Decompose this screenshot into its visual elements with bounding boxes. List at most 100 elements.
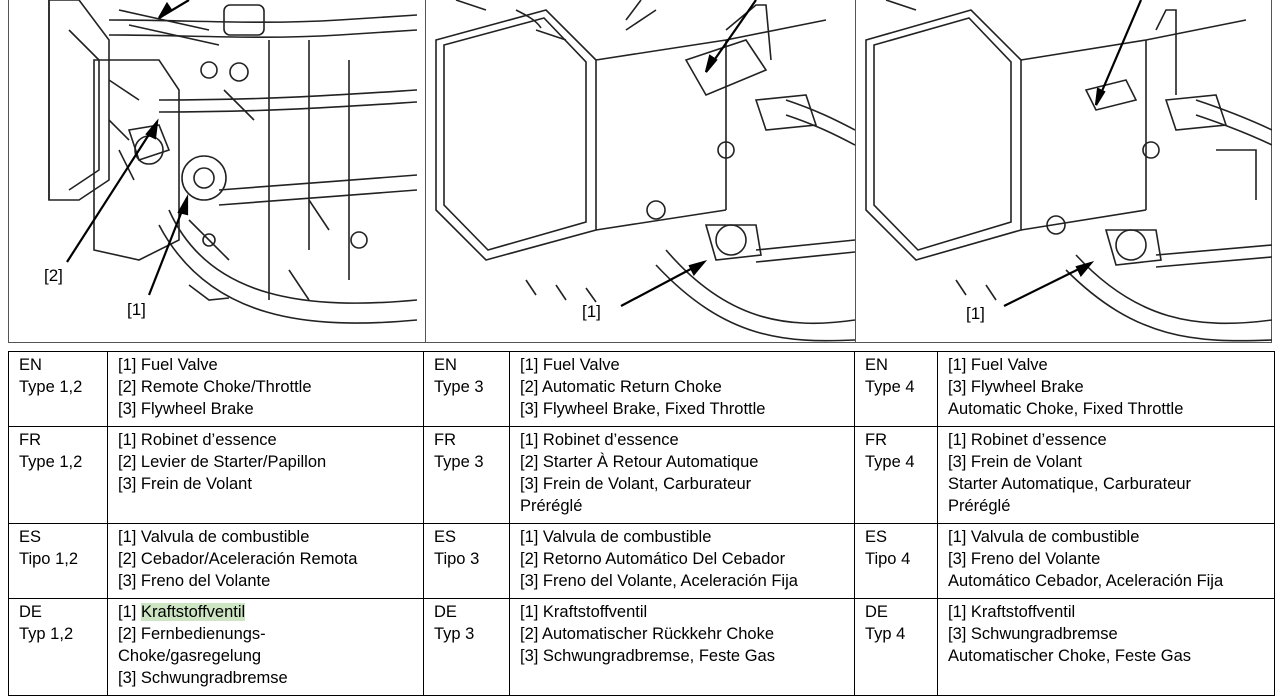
engine-drawing-type-3 (435, 0, 855, 342)
part-label: [1] Fuel Valve (118, 356, 218, 374)
part-label: [3] Flywheel Brake (118, 400, 254, 418)
part-label: [1] Valvula de combustible (520, 528, 712, 546)
part-label: Automatischer Choke, Feste Gas (948, 647, 1192, 665)
language-code: DE (19, 603, 42, 621)
part-label: [3] Freno del Volante (948, 550, 1101, 568)
panel-divider (855, 0, 856, 343)
language-type-cell: EN Type 4 (854, 351, 938, 427)
part-label: [1] Kraftstoffventil (948, 603, 1076, 621)
engine-type: Type 4 (865, 453, 915, 471)
part-label: Préréglé (520, 497, 583, 515)
language-code: DE (434, 603, 457, 621)
selected-text-highlight[interactable]: Kraftstoffventil (140, 603, 246, 621)
part-label: [3] Frein de Volant (118, 475, 252, 493)
language-code: ES (434, 528, 457, 546)
part-label: [3] Freno del Volante (118, 572, 271, 590)
language-type-cell: DE Typ 1,2 (8, 598, 108, 696)
parts-list-cell: [1] Kraftstoffventil [3] Schwungradbremse… (937, 598, 1275, 696)
part-label: [3] Schwungradbremse (948, 625, 1118, 643)
parts-list-cell: [1] Robinet d’essence [2] Starter À Retou… (509, 426, 855, 524)
language-code: FR (19, 431, 41, 449)
parts-list-cell: [1] Kraftstoffventil [2] Fernbedienungs- C… (107, 598, 424, 696)
engine-type: Type 3 (434, 453, 484, 471)
engine-type: Typ 4 (865, 625, 906, 643)
callout-1-type-4: [1] (966, 304, 985, 323)
language-code: FR (434, 431, 456, 449)
engine-drawing-type-4 (865, 0, 1272, 342)
part-label: [1] Fuel Valve (520, 356, 620, 374)
part-label: [3] Frein de Volant, Carburateur (520, 475, 752, 493)
engine-type: Tipo 4 (865, 550, 911, 568)
parts-list-cell: [1] Valvula de combustible [2] Retorno Au… (509, 523, 855, 599)
part-label: [2] Levier de Starter/Papillon (118, 453, 327, 471)
callout-2-type-1-2: [2] (44, 266, 63, 285)
panel-divider (425, 0, 426, 343)
part-label: [2] Retorno Automático Del Cebador (520, 550, 786, 568)
language-code: ES (19, 528, 42, 546)
parts-list-cell: [1] Valvula de combustible [2] Cebador/Ac… (107, 523, 424, 599)
language-type-cell: ES Tipo 4 (854, 523, 938, 599)
part-label: Préréglé (948, 497, 1011, 515)
part-label: [2] Cebador/Aceleración Remota (118, 550, 358, 568)
table-row: EN Type 1,2 [1] Fuel Valve [2] Remote Choke… (8, 351, 1275, 427)
part-label: [1] Kraftstoffventil (118, 603, 246, 621)
part-label: [3] Freno del Volante, Aceleración Fija (520, 572, 798, 590)
engine-drawing-type-1-2 (48, 0, 417, 324)
part-label: [2] Remote Choke/Throttle (118, 378, 312, 396)
part-label: [1] Fuel Valve (948, 356, 1048, 374)
part-label: [1] Valvula de combustible (948, 528, 1140, 546)
figure-type-4: [1] (856, 0, 1272, 343)
part-label: Automatic Choke, Fixed Throttle (948, 400, 1184, 418)
engine-type: Type 4 (865, 378, 915, 396)
part-label: [1] Robinet d’essence (520, 431, 679, 449)
part-label: [2] Starter À Retour Automatique (520, 453, 759, 471)
parts-list-cell: [1] Robinet d’essence[3] Frein de Volant… (937, 426, 1275, 524)
language-type-cell: DE Typ 3 (423, 598, 510, 696)
parts-legend-table: EN Type 1,2 [1] Fuel Valve [2] Remote Choke… (8, 351, 1275, 696)
language-type-cell: FR Type 3 (423, 426, 510, 524)
table-row: FR Type 1,2 [1] Robinet d’essence [2] Levie… (8, 426, 1275, 524)
callout-1-type-3: [1] (582, 302, 601, 321)
part-label: [3] Frein de Volant (948, 453, 1082, 471)
language-code: DE (865, 603, 888, 621)
part-label: [1] Robinet d’essence (118, 431, 277, 449)
parts-list-cell: [1] Robinet d’essence [2] Levier de Start… (107, 426, 424, 524)
part-label: Automático Cebador, Aceleración Fija (948, 572, 1224, 590)
part-label: [3] Schwungradbremse, Feste Gas (520, 647, 775, 665)
part-label: [3] Flywheel Brake (948, 378, 1084, 396)
table-row: ES Tipo 1,2 [1] Valvula de combustible [2] … (8, 523, 1275, 599)
engine-type: Typ 3 (434, 625, 475, 643)
part-label: [1] Valvula de combustible (118, 528, 310, 546)
parts-list-cell: [1] Kraftstoffventil [2] Automatischer Rü… (509, 598, 855, 696)
engine-type: Type 1,2 (19, 453, 83, 471)
part-label: [2] Fernbedienungs- (118, 625, 266, 643)
illustration-strip: [2] [1] (8, 0, 1272, 343)
table-row: DE Typ 1,2 [1] Kraftstoffventil [2] Fernbed… (8, 598, 1275, 696)
language-type-cell: FR Type 1,2 (8, 426, 108, 524)
part-label: Starter Automatique, Carburateur (948, 475, 1192, 493)
engine-type: Tipo 1,2 (19, 550, 79, 568)
language-code: EN (434, 356, 457, 374)
engine-type: Typ 1,2 (19, 625, 74, 643)
language-type-cell: EN Type 3 (423, 351, 510, 427)
part-label: [3] Flywheel Brake, Fixed Throttle (520, 400, 766, 418)
parts-list-cell: [1] Fuel Valve[2] Automatic Return Choke… (509, 351, 855, 427)
language-code: EN (19, 356, 42, 374)
parts-list-cell: [1] Fuel Valve [2] Remote Choke/Throttle [… (107, 351, 424, 427)
figure-type-3: [1] (426, 0, 855, 343)
part-label: [2] Automatischer Rückkehr Choke (520, 625, 775, 643)
engine-type: Tipo 3 (434, 550, 480, 568)
part-label: [1] Kraftstoffventil (520, 603, 648, 621)
language-code: EN (865, 356, 888, 374)
language-code: ES (865, 528, 888, 546)
part-label: Choke/gasregelung (118, 647, 262, 665)
engine-type: Type 1,2 (19, 378, 83, 396)
language-type-cell: DE Typ 4 (854, 598, 938, 696)
language-type-cell: EN Type 1,2 (8, 351, 108, 427)
part-label: [3] Schwungradbremse (118, 669, 288, 687)
language-type-cell: ES Tipo 3 (423, 523, 510, 599)
engine-type: Type 3 (434, 378, 484, 396)
callout-1-type-1-2: [1] (127, 300, 146, 319)
